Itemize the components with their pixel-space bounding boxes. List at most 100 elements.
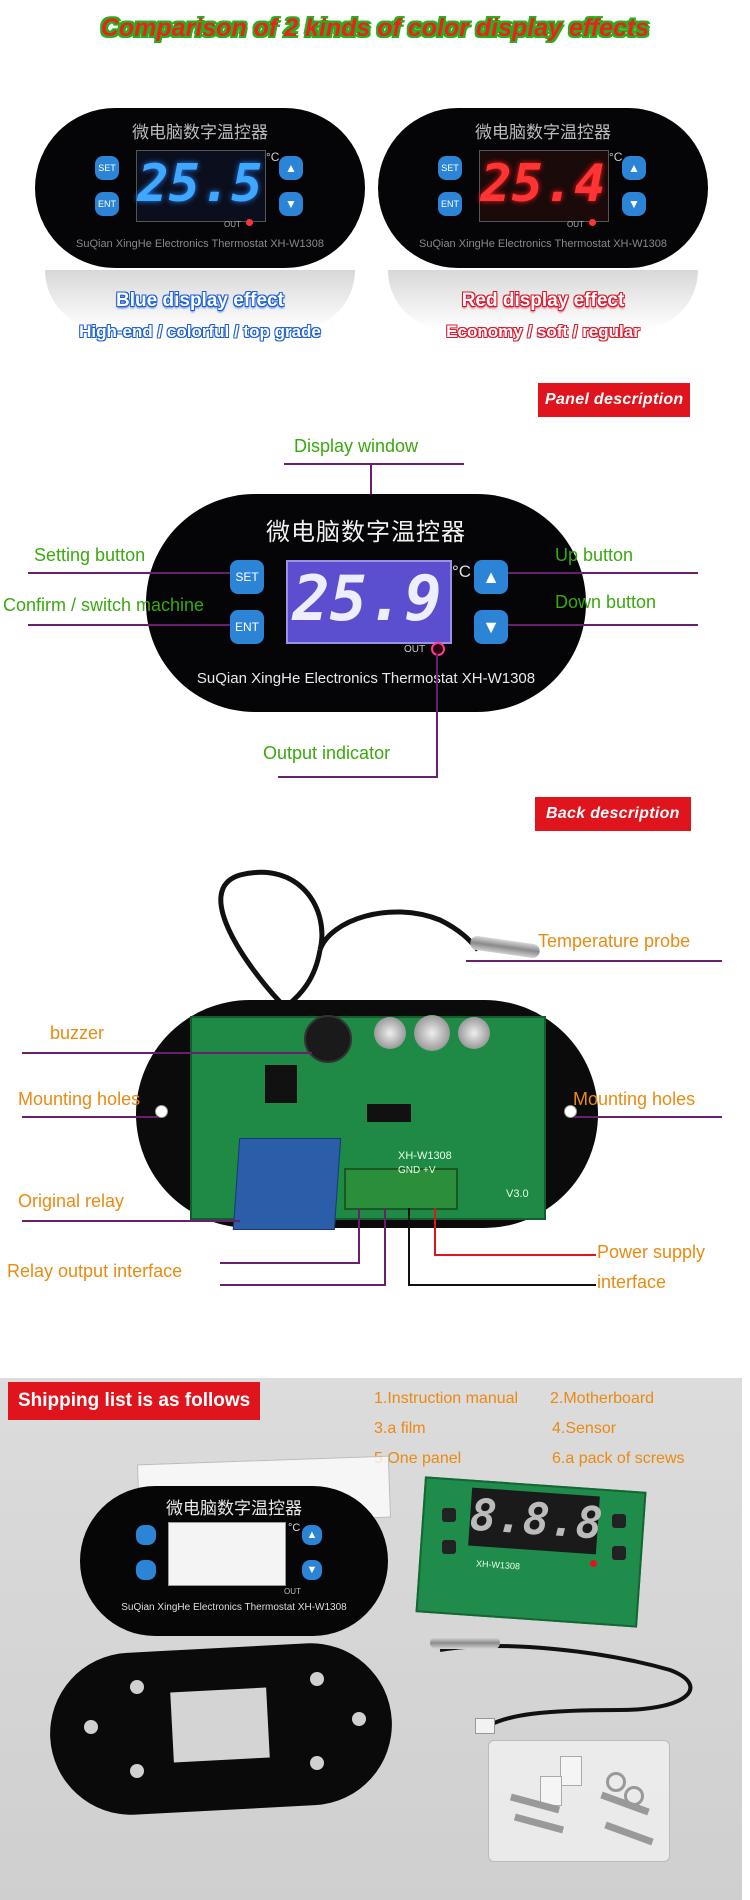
down-button-leader — [508, 624, 698, 626]
blue-unit-label: °C — [266, 150, 280, 164]
red-panel-chinese-title: 微电脑数字温控器 — [475, 123, 611, 143]
washer-2 — [624, 1786, 644, 1806]
blue-panel-chinese-title: 微电脑数字温控器 — [132, 123, 268, 143]
blue-ent-button[interactable]: ENT — [95, 192, 119, 216]
washer-1 — [606, 1772, 626, 1792]
out-label: OUT — [404, 644, 426, 655]
blue-set-button[interactable]: SET — [95, 156, 119, 180]
red-ent-button[interactable]: ENT — [438, 192, 462, 216]
shipping-item-3: 3.a film — [374, 1420, 426, 1437]
original-relay-leader — [22, 1220, 240, 1222]
capacitor-3 — [458, 1017, 490, 1049]
mounting-hole-right — [564, 1105, 577, 1118]
up-button-leader — [508, 572, 698, 574]
set-button[interactable]: SET — [230, 560, 264, 594]
shipping-panel-ent-button[interactable] — [136, 1560, 156, 1580]
up-button[interactable]: ▲ — [474, 560, 508, 594]
setting-button-label: Setting button — [34, 545, 146, 565]
power-ground-leader — [408, 1284, 596, 1286]
power-positive-leader-vertical — [434, 1208, 436, 1256]
blue-subcaption: High-end / colorful / top grade — [79, 322, 321, 341]
back-description-badge: Back description — [535, 797, 691, 831]
temperature-reading: 25.9 — [292, 562, 442, 635]
blue-display-window — [136, 150, 266, 222]
output-indicator-led — [431, 642, 445, 656]
up-arrow-icon: ▲ — [285, 161, 297, 175]
mounting-holes-left-leader — [22, 1116, 158, 1118]
motherboard-button-1 — [442, 1508, 456, 1522]
shipping-list-badge: Shipping list is as follows — [8, 1382, 261, 1420]
sensor-cable — [439, 1644, 693, 1727]
sensor-connector — [475, 1718, 495, 1734]
blue-model-line: SuQian XingHe Electronics Thermostat XH-… — [75, 238, 324, 250]
shipping-panel-chinese-title: 微电脑数字温控器 — [166, 1499, 302, 1519]
buzzer-leader — [22, 1052, 312, 1054]
panel-description-badge: Panel description — [538, 383, 691, 417]
bracket-hole-3 — [130, 1764, 144, 1778]
blue-temperature-reading: 25.5 — [137, 154, 263, 214]
power-ground-leader-vertical — [408, 1208, 410, 1286]
buzzer-component — [304, 1015, 352, 1063]
bracket-hole-6 — [352, 1712, 366, 1726]
blue-caption: Blue display effect — [116, 290, 284, 311]
red-up-button[interactable]: ▲ — [622, 156, 646, 180]
blue-down-button[interactable]: ▼ — [279, 192, 303, 216]
blue-out-indicator — [246, 219, 253, 226]
shipping-panel-window — [168, 1522, 286, 1586]
bracket-hole-1 — [84, 1720, 98, 1734]
output-indicator-leader-vertical — [436, 654, 438, 778]
output-indicator-label: Output indicator — [263, 743, 391, 763]
unit-label: °C — [452, 562, 472, 581]
shipping-item-2: 2.Motherboard — [550, 1390, 655, 1407]
relay-output-leader-1 — [220, 1262, 360, 1264]
bracket-hole-5 — [310, 1756, 324, 1770]
shipping-panel-out-label: OUT — [284, 1587, 301, 1596]
down-button[interactable]: ▼ — [474, 610, 508, 644]
shipping-panel-down-button[interactable]: ▼ — [302, 1560, 322, 1580]
shipping-item-5: 5.One panel — [374, 1450, 462, 1467]
power-positive-leader — [434, 1254, 596, 1256]
original-relay-label: Original relay — [18, 1191, 125, 1211]
temperature-probe-label: Temperature probe — [538, 931, 691, 951]
relay-output-leader-2-vertical — [384, 1208, 386, 1286]
shipping-panel-model-line: SuQian XingHe Electronics Thermostat XH-… — [121, 1602, 347, 1613]
buzzer-label: buzzer — [50, 1023, 105, 1043]
bracket-hole-2 — [130, 1680, 144, 1694]
capacitor-2 — [414, 1015, 450, 1051]
up-arrow-icon: ▲ — [306, 1529, 318, 1541]
relay-output-leader-1-vertical — [358, 1208, 360, 1264]
blue-up-button[interactable]: ▲ — [279, 156, 303, 180]
red-unit-label: °C — [609, 150, 623, 164]
ic-chip-2 — [367, 1104, 411, 1122]
down-arrow-icon: ▼ — [482, 617, 500, 637]
board-version-text: V3.0 — [506, 1188, 529, 1200]
mounting-holes-right-label: Mounting holes — [573, 1089, 696, 1109]
output-indicator-leader — [278, 776, 438, 778]
red-set-button[interactable]: SET — [438, 156, 462, 180]
shipping-item-1: 1.Instruction manual — [374, 1390, 519, 1407]
shipping-panel-up-button[interactable]: ▲ — [302, 1525, 322, 1545]
red-panel-reflection — [388, 270, 698, 330]
mounting-hole-left — [155, 1105, 168, 1118]
red-temperature-reading: 25.4 — [480, 154, 606, 214]
power-supply-label-2: interface — [597, 1272, 667, 1292]
panel-model-line: SuQian XingHe Electronics Thermostat XH-… — [196, 670, 536, 687]
up-button-label: Up button — [555, 545, 634, 565]
red-model-line: SuQian XingHe Electronics Thermostat XH-… — [418, 238, 667, 250]
temperature-probe-leader — [466, 960, 722, 962]
red-caption: Red display effect — [461, 290, 625, 311]
motherboard-button-2 — [442, 1540, 456, 1554]
down-button-label: Down button — [555, 592, 657, 612]
red-down-button[interactable]: ▼ — [622, 192, 646, 216]
ent-button[interactable]: ENT — [230, 610, 264, 644]
red-out-indicator — [589, 219, 596, 226]
blue-panel-reflection — [45, 270, 355, 330]
red-subcaption: Economy / soft / regular — [446, 322, 640, 341]
shipping-panel-set-button[interactable] — [136, 1525, 156, 1545]
bracket-hole-4 — [310, 1672, 324, 1686]
board-terminals-text: GND +V — [398, 1165, 436, 1176]
mounting-bracket-cutout — [170, 1687, 270, 1763]
red-out-label: OUT — [567, 220, 584, 229]
display-window-leader — [284, 463, 464, 465]
confirm-switch-leader — [28, 624, 230, 626]
